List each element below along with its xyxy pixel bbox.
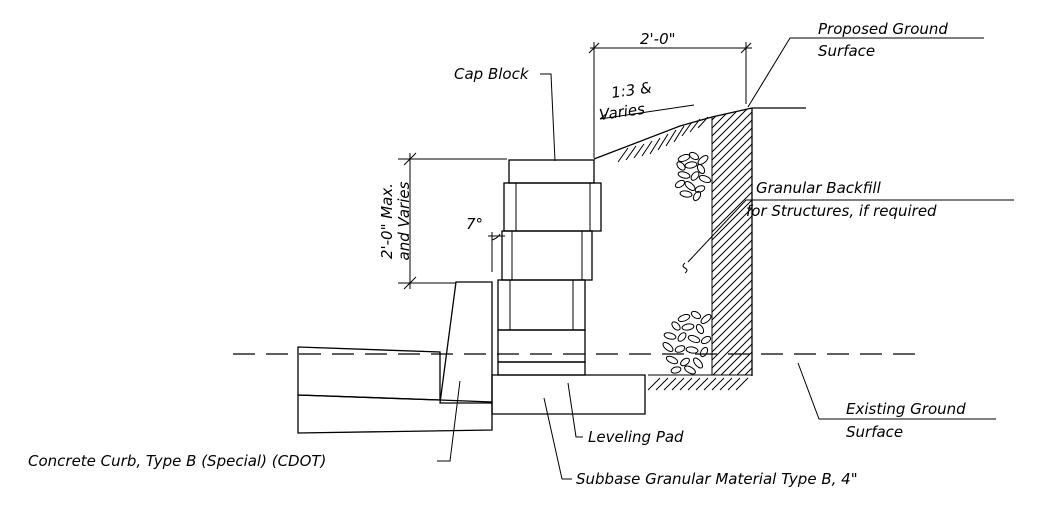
label-wall-height: 2'-0" Max. [378,183,396,259]
batter-angle-indicator [488,232,505,272]
label-cap-block: Cap Block [454,65,530,83]
base-ground-hatch [647,374,752,391]
label-wall-height-varies: and Varies [395,181,413,260]
label-leveling-pad: Leveling Pad [588,428,684,446]
subbase-material [491,374,646,415]
slope-ground-hatch [617,116,709,163]
label-backfill: Granular Backfill [756,179,882,197]
leader-lines [437,37,1014,480]
wall-block-stack [497,159,602,363]
label-concrete-curb: Concrete Curb, Type B (Special) (CDOT) [28,452,326,470]
label-slope: 1:3 & [610,78,653,102]
excavation-hatch [711,108,753,376]
wall-height-dimension [398,152,507,290]
label-slope-varies: Varies [598,100,646,124]
label-subbase: Subbase Granular Material Type B, 4" [576,470,858,488]
label-proposed-ground-surface: Surface [818,42,875,60]
label-existing-ground: Existing Ground [846,400,966,418]
cap-block [508,159,595,184]
backfill-marker-squiggle [682,262,688,274]
label-proposed-ground: Proposed Ground [818,20,948,38]
leveling-pad [497,361,586,376]
label-dim-top: 2'-0" [640,30,676,48]
label-angle: 7° [466,215,483,233]
gravel-cluster-lower [662,310,712,375]
top-width-dimension [588,42,752,158]
label-existing-ground-surface: Surface [846,423,903,441]
concrete-curb [297,281,493,434]
gravel-cluster-upper [674,151,712,202]
label-backfill-structures: for Structures, if required [746,202,937,220]
